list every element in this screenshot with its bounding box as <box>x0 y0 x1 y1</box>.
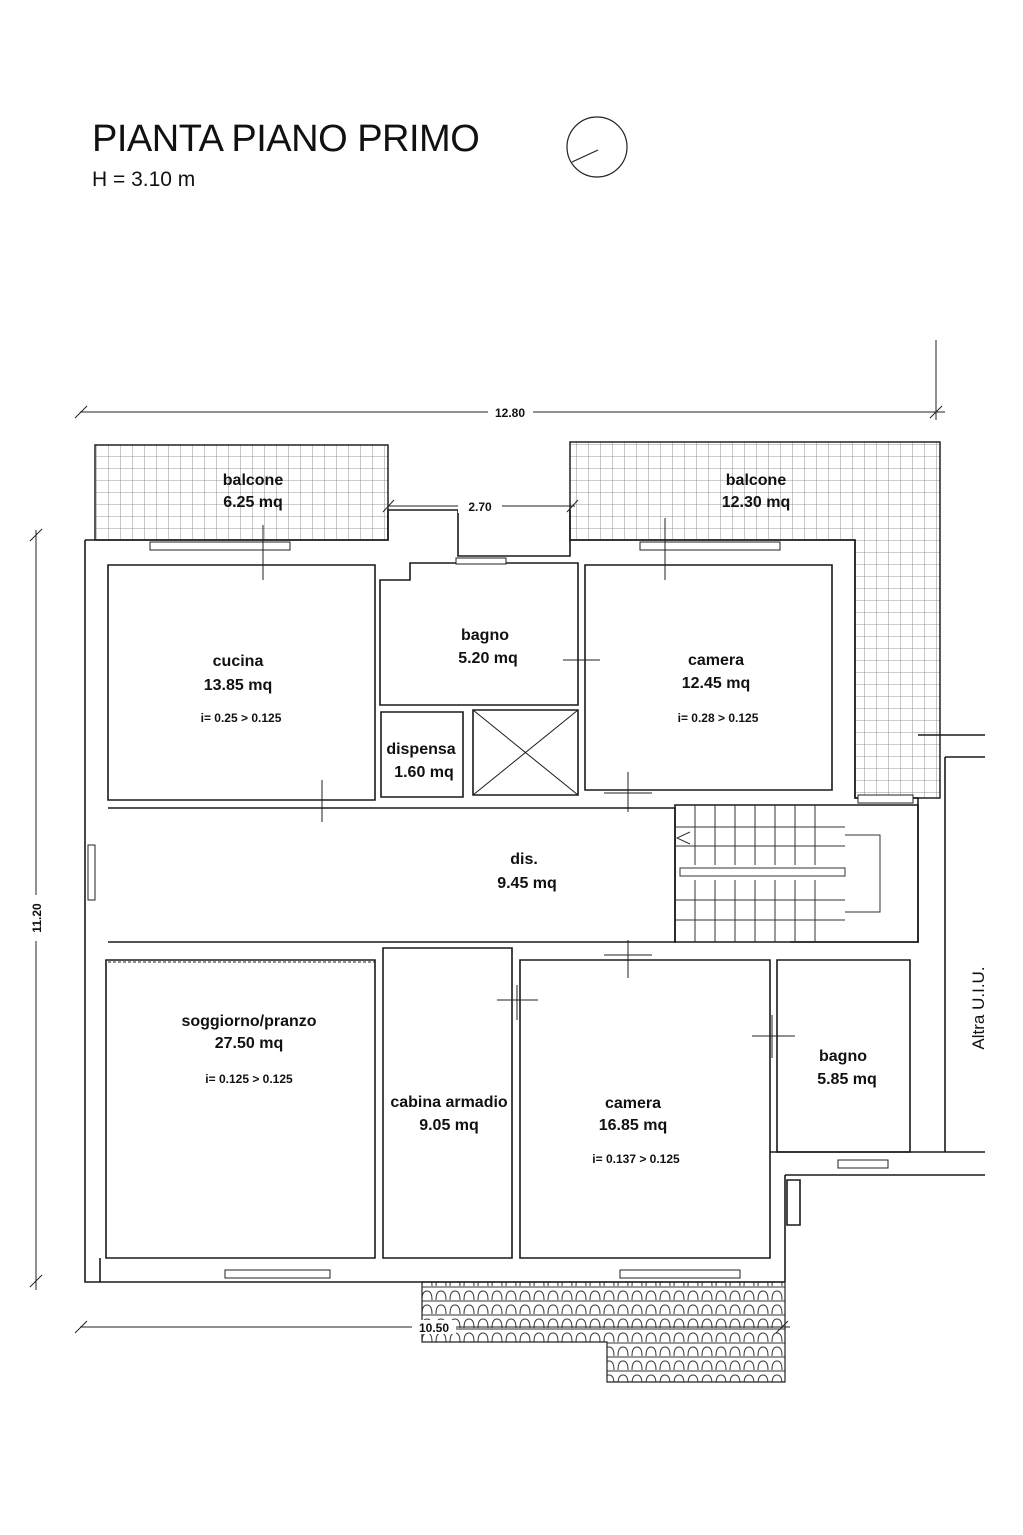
neighbor-unit-label: Altra U.I.U. <box>969 966 988 1049</box>
room-name-camera-top: camera <box>688 652 744 669</box>
outer-walls <box>84 509 985 1283</box>
dim-bottom-width: 10.50 <box>419 1321 449 1335</box>
room-area-soggiorno: 27.50 mq <box>215 1035 283 1052</box>
room-name-balcone-left: balcone <box>223 472 284 489</box>
balcony-left <box>94 444 389 541</box>
room-name-bagno-top: bagno <box>461 627 509 644</box>
porch-tiles <box>421 1281 786 1383</box>
room-area-cucina: 13.85 mq <box>204 677 272 694</box>
room-area-balcone-left: 6.25 mq <box>223 494 283 511</box>
dimension-labels: 12.80 2.70 10.50 11.20 <box>29 405 533 1335</box>
openings <box>87 518 914 1279</box>
room-ratio-cucina: i= 0.25 > 0.125 <box>201 711 282 725</box>
staircase <box>675 805 881 942</box>
room-area-camera-bottom: 16.85 mq <box>599 1117 667 1134</box>
room-name-dispensa: dispensa <box>386 741 455 758</box>
room-area-camera-top: 12.45 mq <box>682 675 750 692</box>
room-area-cabina: 9.05 mq <box>419 1117 479 1134</box>
room-name-balcone-right: balcone <box>726 472 787 489</box>
room-area-dispensa: 1.60 mq <box>394 764 454 781</box>
room-area-bagno-top: 5.20 mq <box>458 650 518 667</box>
room-name-camera-bottom: camera <box>605 1095 661 1112</box>
room-area-balcone-right: 12.30 mq <box>722 494 790 511</box>
room-name-dis: dis. <box>510 851 538 868</box>
dim-left-height: 11.20 <box>30 903 44 933</box>
room-ratio-camera-top: i= 0.28 > 0.125 <box>678 711 759 725</box>
plan-height: H = 3.10 m <box>92 168 196 191</box>
room-name-bagno-bottom: bagno <box>819 1048 867 1065</box>
dim-gap-width: 2.70 <box>468 500 492 514</box>
north-arrow-icon <box>566 116 628 178</box>
room-ratio-soggiorno: i= 0.125 > 0.125 <box>205 1072 293 1086</box>
room-name-soggiorno: soggiorno/pranzo <box>181 1013 316 1030</box>
room-ratio-camera-bottom: i= 0.137 > 0.125 <box>592 1152 680 1166</box>
room-area-bagno-bottom: 5.85 mq <box>817 1071 877 1088</box>
room-name-cucina: cucina <box>213 653 264 670</box>
plan-title: PIANTA PIANO PRIMO <box>92 118 480 160</box>
room-name-cabina: cabina armadio <box>390 1094 508 1111</box>
room-area-dis: 9.45 mq <box>497 875 557 892</box>
room-labels: balcone 6.25 mq balcone 12.30 mq bagno 5… <box>181 472 988 1166</box>
dim-top-width: 12.80 <box>495 406 525 420</box>
